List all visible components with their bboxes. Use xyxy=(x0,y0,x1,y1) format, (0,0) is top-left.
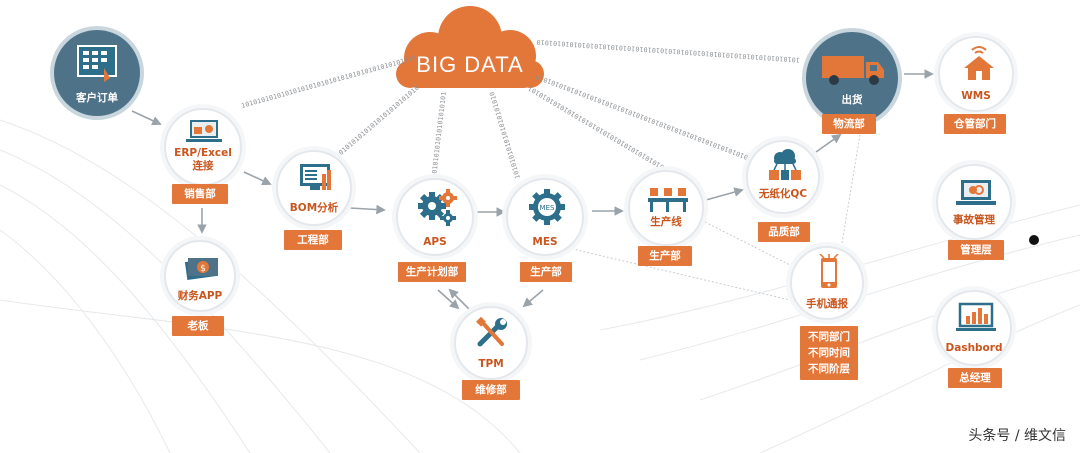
logistics-dept-tag: 物流部 xyxy=(822,114,876,134)
monitor-chart-icon xyxy=(300,164,331,190)
tpm-label: TPM xyxy=(478,358,504,370)
production-line-label: 生产线 xyxy=(650,216,682,228)
big-data-label: BIG DATA xyxy=(416,52,524,77)
boss-tag: 老板 xyxy=(172,316,224,336)
svg-text:$: $ xyxy=(200,264,206,274)
wms-node[interactable]: WMS xyxy=(938,36,1014,112)
incident-mgmt-node[interactable]: 事故管理 xyxy=(936,164,1012,240)
bom-label: BOM分析 xyxy=(289,202,339,214)
production-planning-tag: 生产计划部 xyxy=(398,262,466,282)
erp-label: ERP/Excel xyxy=(174,147,232,159)
watermark-text: 头条号 / 维文信 xyxy=(968,428,1066,444)
notice-scope-tag: 不同部门 不同时间 不同阶层 xyxy=(800,326,858,380)
conveyor-icon xyxy=(648,188,688,212)
notice-scope-line-3: 不同阶层 xyxy=(808,363,850,375)
gears-icon xyxy=(418,189,457,226)
paperless-qc-node[interactable]: 无纸化QC xyxy=(746,140,820,214)
laptop-warning-icon xyxy=(956,180,996,205)
dashed-connectors xyxy=(559,134,861,301)
management-tag: 管理层 xyxy=(948,240,1004,260)
wms-label: WMS xyxy=(961,90,991,102)
erp-label-2: 连接 xyxy=(192,160,214,172)
sales-dept-tag: 销售部 xyxy=(172,184,228,204)
laptop-chart-icon xyxy=(186,120,222,142)
bom-node[interactable]: BOM分析 xyxy=(276,150,352,226)
engineering-dept-tag: 工程部 xyxy=(284,230,342,250)
production-line-node[interactable]: 生产线 xyxy=(628,170,704,246)
flow-arrows xyxy=(131,69,934,311)
dashboard-node[interactable]: Dashbord xyxy=(936,290,1012,366)
production-dept-tag-2: 生产部 xyxy=(638,246,692,266)
shipping-node[interactable]: 出货 xyxy=(802,28,902,128)
cloud-devices-icon xyxy=(769,149,801,180)
notice-scope-line-1: 不同部门 xyxy=(808,331,850,343)
order-screen-icon xyxy=(77,45,117,82)
wrench-screwdriver-icon xyxy=(476,316,507,347)
erp-node[interactable]: ERP/Excel 连接 xyxy=(164,108,242,186)
finance-app-label: 财务APP xyxy=(177,290,223,302)
decorative-curves xyxy=(0,119,1080,453)
shipping-label: 出货 xyxy=(841,94,863,106)
dashboard-label: Dashbord xyxy=(945,342,1003,354)
quality-dept-tag: 品质部 xyxy=(758,222,810,242)
truck-icon xyxy=(822,56,884,85)
aps-label: APS xyxy=(423,236,447,248)
customer-order-label: 客户订单 xyxy=(76,92,118,104)
incident-mgmt-label: 事故管理 xyxy=(953,214,995,226)
bar-chart-screen-icon xyxy=(956,302,996,331)
production-dept-tag-1: 生产部 xyxy=(520,262,572,282)
mes-icon-text: MES xyxy=(540,204,555,212)
aps-node[interactable]: APS xyxy=(396,178,474,256)
warehouse-dept-tag: 仓管部门 xyxy=(944,114,1006,134)
decorative-dot xyxy=(1029,235,1039,245)
finance-app-node[interactable]: $ 财务APP xyxy=(164,240,236,312)
maintenance-dept-tag: 维修部 xyxy=(462,380,520,400)
warehouse-wifi-icon xyxy=(964,46,994,80)
big-data-cloud xyxy=(396,6,544,88)
mes-node[interactable]: MES MES xyxy=(506,178,584,256)
mes-label: MES xyxy=(532,236,558,248)
paperless-qc-label: 无纸化QC xyxy=(758,188,808,200)
customer-order-node[interactable]: 客户订单 xyxy=(50,26,144,120)
mobile-notice-label: 手机通报 xyxy=(806,298,848,310)
money-icon: $ xyxy=(184,257,218,281)
general-manager-tag: 总经理 xyxy=(948,368,1002,388)
mes-gear-icon: MES xyxy=(529,189,565,225)
mobile-notice-node[interactable]: 手机通报 xyxy=(790,246,864,320)
smartphone-icon xyxy=(819,254,839,288)
tpm-node[interactable]: TPM xyxy=(454,306,528,380)
notice-scope-line-2: 不同时间 xyxy=(808,347,850,359)
